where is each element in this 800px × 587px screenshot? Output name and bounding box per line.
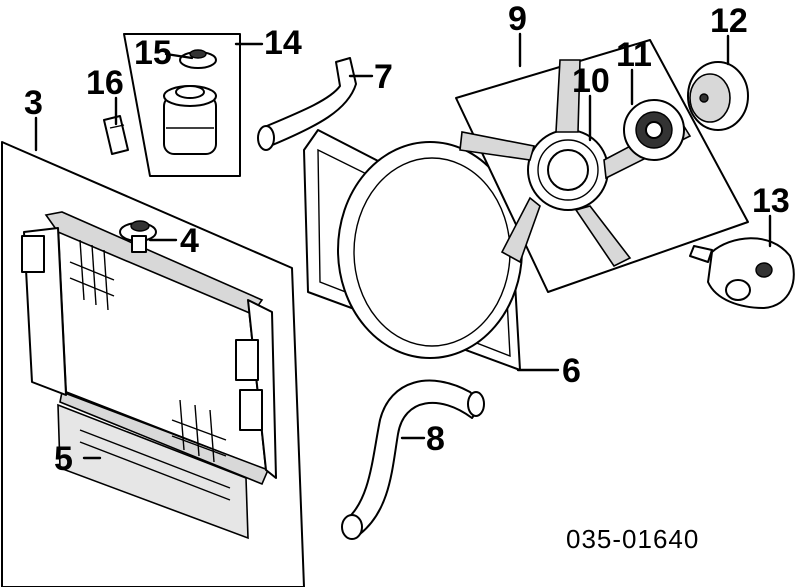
water-pump <box>689 237 795 309</box>
callout-label: 5 <box>54 440 73 478</box>
callout-label: 10 <box>572 62 610 100</box>
reservoir-cap <box>179 49 217 69</box>
lower-radiator-hose <box>341 379 485 540</box>
leader-lines <box>34 32 772 460</box>
fan-clutch <box>623 99 685 161</box>
callout-label: 12 <box>710 2 748 40</box>
fan-shroud <box>303 129 523 371</box>
callout-label: 3 <box>24 84 43 122</box>
radiator-assembly <box>21 211 277 540</box>
callout-label: 9 <box>508 0 527 38</box>
reservoir-clip <box>103 115 129 155</box>
upper-radiator-hose <box>257 57 357 151</box>
callout-label: 7 <box>374 58 393 96</box>
callout-labels: 3 16 15 14 7 9 10 11 12 13 4 6 8 5 <box>24 0 790 478</box>
water-pump-pulley <box>687 61 749 131</box>
callout-label: 13 <box>752 182 790 220</box>
callout-label: 15 <box>134 34 172 72</box>
reservoir-tank <box>163 85 217 155</box>
callout-label: 8 <box>426 420 445 458</box>
radiator-cap <box>119 220 157 253</box>
callout-label: 11 <box>616 36 652 74</box>
callout-label: 6 <box>562 352 581 390</box>
diagram-code: 035-01640 <box>566 524 699 554</box>
callout-label: 4 <box>180 222 199 260</box>
callout-label: 16 <box>86 64 124 102</box>
callout-label: 14 <box>264 24 302 62</box>
